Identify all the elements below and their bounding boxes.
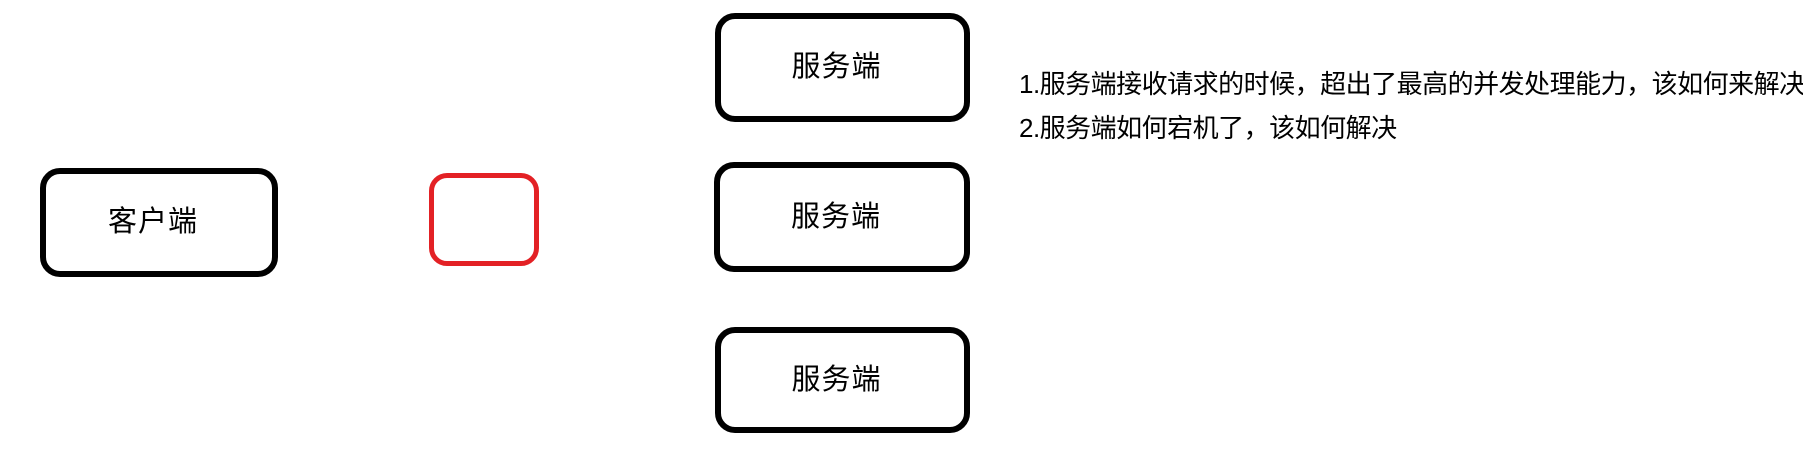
client-node-label: 客户端 — [107, 206, 198, 238]
server-node-3[interactable]: 服务端 — [715, 327, 970, 433]
note-line-1: 1.服务端接收请求的时候，超出了最高的并发处理能力，该如何来解决 — [1019, 69, 1803, 99]
server-node-2[interactable]: 服务端 — [714, 162, 970, 272]
server-node-2-label: 服务端 — [790, 200, 881, 233]
notes-text-block: 1.服务端接收请求的时候，超出了最高的并发处理能力，该如何来解决 2.服务端如何… — [1019, 62, 1803, 150]
server-node-1[interactable]: 服务端 — [715, 13, 970, 122]
client-node[interactable]: 客户端 — [40, 168, 278, 277]
note-line-2: 2.服务端如何宕机了，该如何解决 — [1019, 113, 1397, 143]
empty-highlight-box[interactable] — [429, 173, 539, 266]
server-node-1-label: 服务端 — [791, 51, 882, 83]
server-node-3-label: 服务端 — [791, 363, 882, 396]
